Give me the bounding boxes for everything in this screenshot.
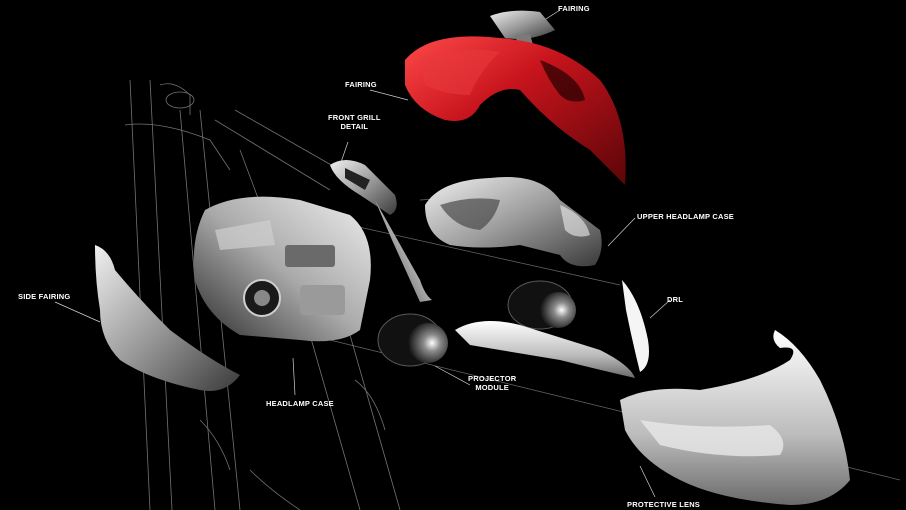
side-fairing	[95, 245, 240, 391]
fork-sketch	[124, 79, 401, 510]
upper-headlamp-case	[425, 176, 602, 267]
red-fairing	[405, 36, 626, 185]
protective-lens	[620, 330, 850, 505]
label-fairing-top: FAIRING	[558, 4, 590, 13]
projector-module	[377, 280, 576, 367]
label-projector-module: PROJECTOR MODULE	[468, 374, 517, 392]
front-grill-detail	[330, 160, 432, 302]
label-drl: DRL	[667, 295, 684, 304]
label-front-grill-detail: FRONT GRILL DETAIL	[328, 113, 381, 131]
label-upper-headlamp-case: UPPER HEADLAMP CASE	[637, 212, 735, 221]
label-side-fairing: SIDE FAIRING	[18, 292, 71, 301]
headlamp-case	[193, 196, 371, 342]
label-protective-lens: PROTECTIVE LENS	[627, 500, 701, 509]
drl-strip	[622, 280, 649, 372]
label-headlamp-case: HEADLAMP CASE	[266, 399, 334, 408]
lower-lens-strip	[455, 321, 635, 378]
label-fairing-main: FAIRING	[345, 80, 377, 89]
